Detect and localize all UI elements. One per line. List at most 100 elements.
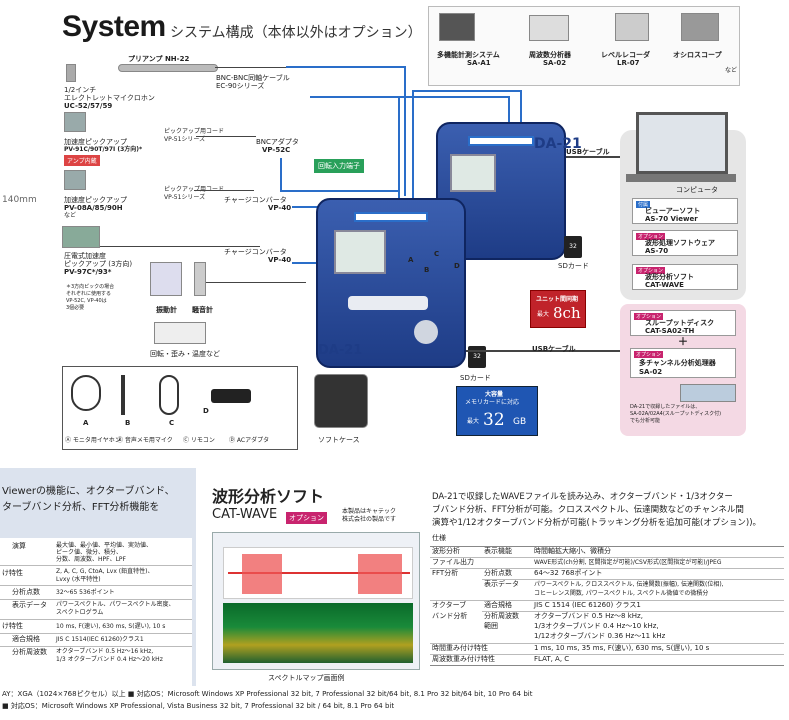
device-label-front: DA-21: [318, 343, 363, 358]
memory-unit: GB: [513, 417, 527, 427]
spec-r8-c: 1/3オクターブバンド 0.4 Hz～10 kHz,: [534, 622, 659, 630]
viewer-spec-val-2b: Lvxy (水平特性): [56, 576, 101, 583]
software-viewer-name: ビューアーソフト: [645, 207, 701, 215]
viewer-spec-val-3: 32～65 536ポイント: [56, 589, 115, 596]
pickup-3-label-3: PV-97C*/93*: [64, 268, 112, 276]
soft-case-label: ソフトケース: [318, 436, 360, 444]
catwave-desc-1: DA-21で収録したWAVEファイルを読み込み、オクターブバンド・1/3オクター: [432, 492, 733, 502]
multi-model: SA-02: [639, 368, 663, 376]
spec-r4-c: パワースペクトル, クロススペクトル, 伝達関数(振幅), 伝達関数(位相),: [534, 581, 724, 588]
catwave-desc-3: 演算や1/12オクターブバンド分析が可能(トラッキング分析を追加可能(オプション…: [432, 518, 762, 528]
memory-card-box: 大容量 メモリカードに対応 最大 32 GB: [456, 386, 538, 436]
viewer-spec-val-5: 10 ms, F(速い), 630 ms, S(遅い), 10 s: [56, 623, 166, 630]
amp-badge: アンプ内蔵: [64, 155, 100, 166]
viewer-spec-val-7a: オクターブバンド 0.5 Hz～16 kHz,: [56, 648, 154, 655]
charge-converter-1-label-1: チャージコンバータ: [224, 196, 287, 204]
spec-r6-b: 適合規格: [484, 601, 512, 609]
catwave-note-1: 本製品はキャテック: [342, 508, 397, 515]
catwave-desc-2: ブバンド分析、FFT分析が可能。クロススペクトル、伝達関数などのチャンネル間: [432, 505, 744, 515]
pickup-cord-1-label-1: ピックアップ用コード: [164, 128, 225, 135]
catwave-spec-table: 波形分析 表示機能 時間軸拡大縮小、微積分 ファイル出力 WAVE形式(ch分割…: [430, 546, 784, 670]
viewer-intro-2: ターブバンド分析、FFT分析機能を: [2, 502, 160, 513]
pickup-1-image: [64, 112, 86, 132]
sound-level-meter-image: [194, 262, 206, 296]
pickup-3-label-2: ピックアップ (3方向): [64, 260, 133, 268]
front-device-screen: [334, 230, 386, 274]
port-c: C: [434, 250, 440, 258]
spec-r11-a: 周波数重み付け特性: [432, 655, 495, 663]
oscilloscope-image: [681, 13, 719, 41]
viewer-spec-val-4a: パワースペクトル、パワースペクトル密度、: [56, 601, 175, 608]
viewer-spec-key-5: け特性: [2, 622, 23, 630]
top-device-1-label: 多機能計測システム: [437, 51, 500, 59]
ac-adapter-image: [211, 389, 251, 403]
sd-label-rear: SDカード: [558, 262, 589, 270]
spec-r6-c: JIS C 1514 (IEC 61260) クラス1: [534, 601, 641, 609]
software-as70: オプション 波形処理ソフトウェア AS-70: [632, 230, 738, 256]
viewer-spec-val-4b: スペクトログラム: [56, 609, 104, 616]
multi-channel-image: [680, 384, 736, 402]
spec-r1-b: 表示機能: [484, 547, 512, 555]
mic-label-3: UC-52/57/59: [64, 102, 113, 110]
analyzer-image: [439, 13, 475, 41]
front-device-connectors: [354, 212, 428, 222]
mic-label-2: エレクトレットマイクロホン: [64, 94, 155, 102]
accessory-c: Ⓒ リモコン: [183, 437, 215, 444]
viewer-spec-key-4: 表示データ: [12, 601, 47, 609]
accessory-mark-c: C: [169, 419, 175, 427]
pickup-2-label-2: PV-08A/85/90H: [64, 204, 123, 212]
multi-channel-box: オプション 多チャンネル分析処理器 SA-02: [630, 348, 736, 378]
waveform-panel: [223, 547, 413, 599]
port-d: D: [454, 262, 460, 270]
catwave-screenshot: [212, 532, 420, 670]
preamp-image: [118, 64, 218, 72]
top-device-3-label: レベルレコーダ: [601, 51, 650, 59]
software-viewer: 付属 ビューアーソフト AS-70 Viewer: [632, 198, 738, 224]
charge-converter-2-label-2: VP-40: [268, 256, 292, 264]
spec-r4-b: 表示データ: [484, 580, 519, 588]
multi-badge: オプション: [634, 351, 664, 358]
top-device-1-model: SA-A1: [467, 59, 491, 67]
rotation-input-terminal: 回転入力端子: [314, 159, 364, 173]
usb-cable-label-2: USBケーブル: [532, 345, 576, 353]
pickup-cord-2-label-2: VP-51シリーズ: [164, 194, 206, 201]
usb-cable-label-1: USBケーブル: [566, 148, 610, 156]
spec-r1-a: 波形分析: [432, 547, 460, 555]
pickup-2-label-3: など: [64, 212, 77, 219]
multi-note-2: SA-02A/02A4(スループットディスク付): [630, 411, 722, 417]
footer-line-2: ■ 対応OS：Microsoft Windows XP Professional…: [2, 702, 395, 710]
viewer-spec-val-6: JIS C 1514(IEC 61260)クラス1: [56, 636, 144, 643]
spec-r2-c: WAVE形式(ch分割, 区間指定が可能)/CSV形式(区間指定が可能)/JPE…: [534, 559, 722, 566]
spec-r2-a: ファイル出力: [432, 558, 474, 566]
software-viewer-badge: 付属: [636, 201, 651, 208]
rear-device-connectors: [468, 136, 534, 146]
spec-r3-a: FFT分析: [432, 569, 459, 577]
spectrogram-panel: [223, 603, 413, 663]
sd-label-front: SDカード: [460, 374, 491, 382]
rear-device-screen: [450, 154, 496, 192]
port-a: A: [408, 256, 414, 264]
pickup-note-3: VP-52C, VP-40は: [66, 298, 107, 304]
viewer-intro-1: Viewerの機能に、オクターブバンド、: [2, 486, 175, 497]
spec-r7-b: 分析周波数: [484, 612, 519, 620]
unit-sync-line1: ユニット間同期: [536, 296, 579, 303]
slowput-model: CAT-SA02-TH: [645, 327, 695, 335]
front-device-buttons: [348, 296, 428, 310]
plus-sign: ＋: [678, 337, 688, 348]
memo-mic-image: [121, 375, 125, 415]
port-b: B: [424, 266, 430, 274]
page-subtitle: システム構成（本体以外はオプション）: [170, 25, 422, 41]
sd-card-rear: 32: [564, 236, 582, 258]
viewer-spec-key-3: 分析点数: [12, 588, 40, 596]
viewer-spec-key-6: 適合規格: [12, 635, 40, 643]
sound-level-meter-label: 騒音計: [192, 306, 213, 314]
catwave-badge: オプション: [286, 512, 327, 524]
misc-sensor-image: [154, 322, 206, 344]
top-device-3-model: LR-07: [617, 59, 640, 67]
soft-case-image: [314, 374, 368, 428]
viewer-spec-key-1: 演算: [12, 542, 26, 550]
software-catwave-name: 波形分析ソフト: [645, 273, 694, 281]
pickup-2-label-1: 加速度ピックアップ: [64, 196, 127, 204]
pickup-cord-2-label-1: ピックアップ用コード: [164, 186, 224, 194]
spec-r5-c: コヒーレンス関数, パワースペクトル, スペクトル微値での微積分: [534, 590, 709, 597]
